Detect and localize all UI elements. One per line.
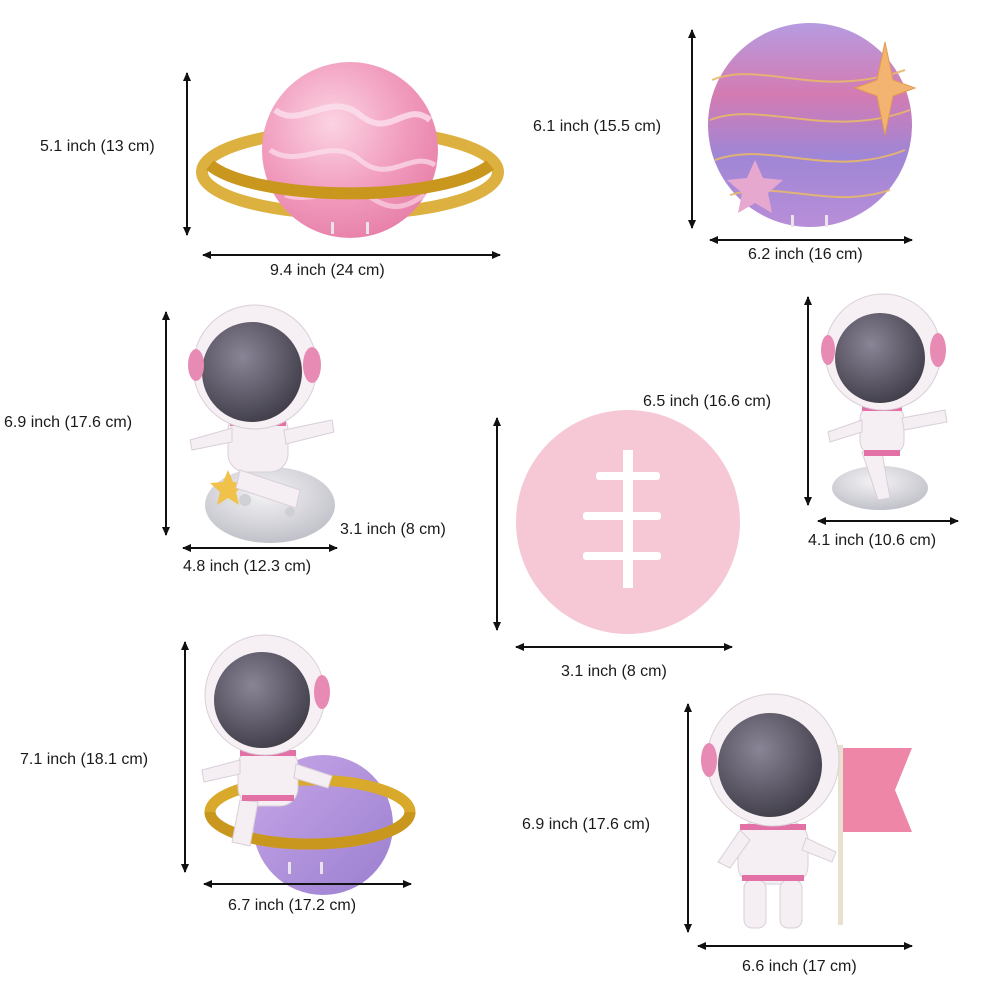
saturn-width-label: 9.4 inch (24 cm)	[270, 262, 385, 279]
waving-astronaut-width-label: 4.1 inch (10.6 cm)	[808, 532, 937, 549]
flag-astronaut-width-label: 6.6 inch (17 cm)	[742, 958, 857, 975]
stand-base	[516, 410, 740, 634]
saturn-height-label: 5.1 inch (13 cm)	[40, 138, 155, 155]
flag-astronaut-height-label: 6.9 inch (17.6 cm)	[522, 816, 651, 833]
ring-astronaut-width-label: 6.7 inch (17.2 cm)	[228, 897, 357, 914]
base-height-label: 3.1 inch (8 cm)	[340, 521, 446, 538]
waving-astronaut-height-label: 6.5 inch (16.6 cm)	[643, 393, 772, 410]
moon-astronaut-height-label: 6.9 inch (17.6 cm)	[4, 414, 133, 431]
astronaut-waving	[821, 293, 948, 510]
astronaut-on-moon	[188, 304, 335, 543]
moon-astronaut-width-label: 4.8 inch (12.3 cm)	[183, 558, 312, 575]
planet-height-label: 6.1 inch (15.5 cm)	[533, 118, 662, 135]
purple-planet	[708, 23, 917, 227]
pink-saturn	[196, 62, 504, 238]
base-width-label: 3.1 inch (8 cm)	[561, 663, 667, 680]
ring-astronaut-height-label: 7.1 inch (18.1 cm)	[20, 751, 149, 768]
astronaut-with-flag	[701, 693, 912, 929]
planet-width-label: 6.2 inch (16 cm)	[748, 246, 863, 263]
astronaut-on-ring-planet	[201, 634, 416, 895]
